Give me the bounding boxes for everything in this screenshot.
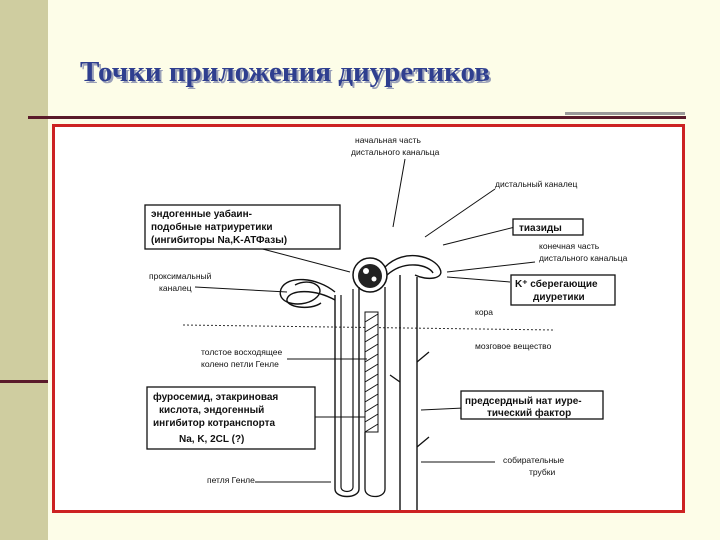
label-cortex: кора <box>475 307 493 317</box>
label-natriuretic-2: тический фактор <box>487 407 571 419</box>
henle-loop-outer <box>335 287 359 497</box>
sidebar-accent-line <box>0 380 48 383</box>
glomerulus <box>358 264 382 288</box>
label-collecting-1: собирательные <box>503 455 564 465</box>
label-thick-ascending-2: колено петли Генле <box>201 359 279 369</box>
label-natriuretic-1: предсердный нат иуре- <box>465 396 582 407</box>
glomerulus-detail <box>363 268 369 274</box>
label-endogenous-1: эндогенные уабаин- <box>151 208 252 220</box>
label-henle-loop: петля Генле <box>207 475 255 485</box>
label-distal-tubule: дистальный каналец <box>495 179 578 189</box>
label-medulla: мозговое вещество <box>475 341 552 351</box>
label-endogenous-3: (ингибиторы Na,K-АТФазы) <box>151 234 287 246</box>
label-terminal-distal-1: конечная часть <box>539 241 600 251</box>
label-initial-distal-1: начальная часть <box>355 135 421 145</box>
nephron-diagram-frame: начальная часть дистального канальца дис… <box>52 124 685 513</box>
henle-loop-inner <box>341 289 353 492</box>
label-k-sparing-1: K⁺ сберегающие <box>515 278 598 290</box>
thick-ascending-limb <box>365 312 378 432</box>
label-thiazides: тиазиды <box>519 223 562 234</box>
glomerulus-detail <box>372 277 377 282</box>
label-terminal-distal-2: дистального канальца <box>539 253 628 263</box>
label-furosemide-2: кислота, эндогенный <box>159 405 264 416</box>
proximal-tubule-inner <box>287 292 335 308</box>
label-initial-distal-2: дистального канальца <box>351 147 440 157</box>
nephron-diagram: начальная часть дистального канальца дис… <box>55 127 682 510</box>
label-proximal-1: проксимальный <box>149 271 212 281</box>
label-proximal-2: каналец <box>159 283 192 293</box>
slide-title: Точки приложения диуретиков <box>80 56 490 89</box>
label-endogenous-2: подобные натриуретики <box>151 221 273 233</box>
distal-convoluted-tubule-inner <box>387 265 433 275</box>
label-thick-ascending-1: толстое восходящее <box>201 347 282 357</box>
label-furosemide-4: Na, K, 2CL (?) <box>179 434 244 445</box>
title-underline-gray <box>565 112 685 115</box>
label-furosemide-1: фуросемид, этакриновая <box>153 391 278 403</box>
collecting-duct-branches <box>390 352 429 447</box>
label-k-sparing-2: диуретики <box>533 292 585 303</box>
label-collecting-2: трубки <box>529 467 555 477</box>
title-underline <box>28 116 686 119</box>
sidebar-band <box>0 0 48 540</box>
label-furosemide-3: ингибитор котранспорта <box>153 417 276 429</box>
distal-convoluted-tubule <box>385 256 441 279</box>
